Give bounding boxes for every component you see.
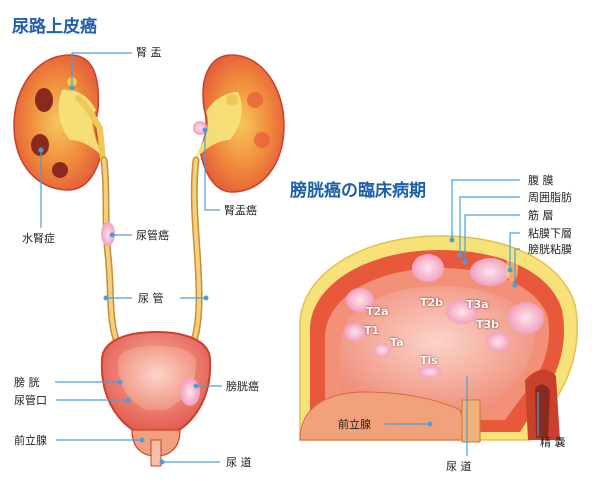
label-bladder-cancer: 膀胱癌 [226,380,259,393]
label-ureter-cancer: 尿管癌 [136,229,169,242]
stage-t1: T1 [364,324,380,337]
ureters [100,156,203,352]
label-peritoneum: 腹 膜 [528,174,554,187]
label-ureter: 尿 管 [138,292,164,305]
label-ureteral-orifice: 尿管口 [14,394,47,407]
label-urethra-right: 尿 道 [446,460,472,473]
bladder [100,330,212,467]
label-bladder-mucosa: 膀胱粘膜 [528,243,572,256]
left-title: 尿路上皮癌 [12,17,97,37]
label-submucosa: 粘膜下層 [528,227,572,240]
label-renal-pelvis: 腎 盂 [136,46,162,59]
stage-t3b: T3b [476,318,500,331]
stage-t2b: T2b [420,296,444,309]
bladder-cross-section [299,235,578,443]
label-urethra-left: 尿 道 [226,456,252,469]
label-prostate-right: 前立腺 [338,418,371,431]
label-seminal-vesicle: 精 嚢 [540,436,566,449]
right-leader-lines [385,179,539,456]
right-title: 膀胱癌の臨床病期 [290,181,426,201]
stage-t2a: T2a [366,305,389,318]
stage-ta: Ta [390,336,404,349]
left-leader-lines [40,52,222,463]
label-perivesical-fat: 周囲脂肪 [528,191,572,204]
label-renal-pelvis-cancer: 腎盂癌 [224,204,257,217]
stage-tis: Tis [420,354,438,367]
label-hydronephrosis: 水腎症 [22,232,55,245]
label-bladder: 膀 胱 [14,376,40,389]
left-leader-dots [38,85,209,465]
label-prostate-left: 前立腺 [14,434,47,447]
ureter-tumor [101,222,115,246]
right-leader-dots [427,237,518,427]
label-muscle-layer: 筋 層 [528,209,554,222]
stage-t3a: T3a [466,298,489,311]
right-kidney [193,54,285,193]
left-kidney [13,54,110,191]
bladder-tumor [180,378,200,406]
